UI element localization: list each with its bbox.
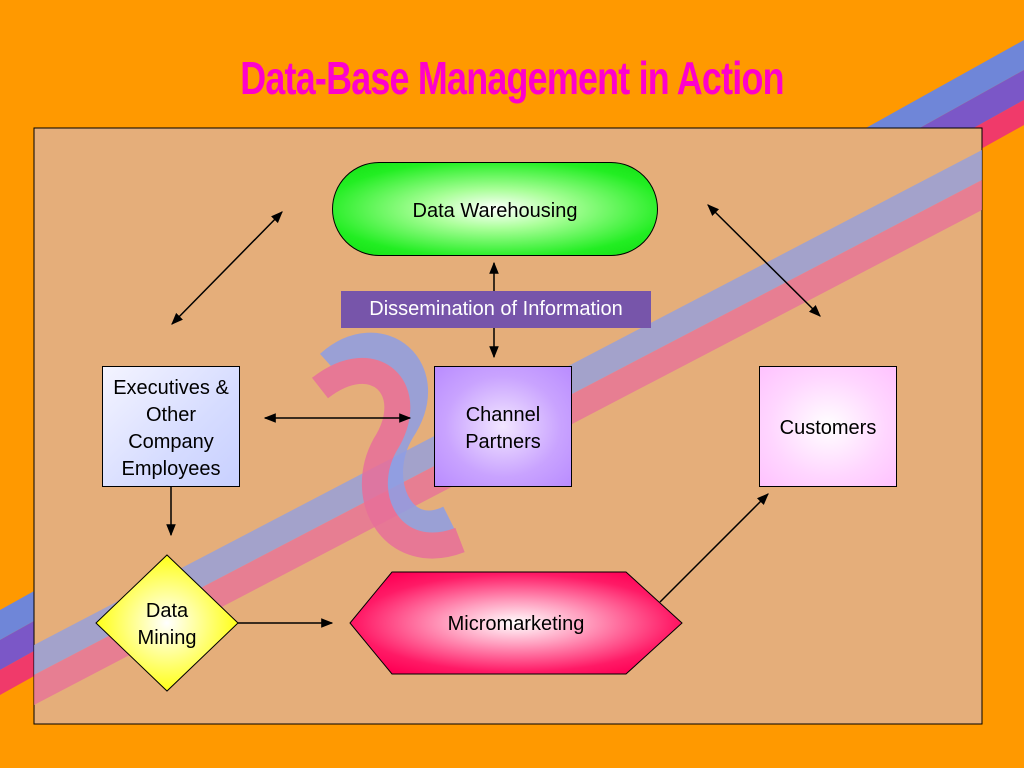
slide-title: Data-Base Management in Action: [240, 52, 784, 104]
data-warehousing-label: Data Warehousing: [412, 200, 578, 222]
executives-label-line: Company: [128, 431, 214, 453]
dissemination-label: Dissemination of Information: [369, 298, 623, 320]
customers-box: Customers: [759, 366, 897, 487]
executives-box: Executives & Other Company Employees: [102, 366, 240, 487]
executives-label-line: Executives &: [113, 377, 229, 399]
executives-label-line: Other: [145, 404, 197, 426]
executives-label-line: Employees: [121, 458, 221, 480]
data-mining-diamond: [95, 554, 239, 692]
data-warehousing-box: Data Warehousing: [332, 162, 658, 256]
data-mining-label-line: Data: [145, 600, 189, 622]
channel-partners-label-line: Channel: [465, 404, 541, 426]
data-mining-label-line: Mining: [137, 627, 197, 649]
s-curve-decoration: [312, 332, 465, 559]
dissemination-label-box: Dissemination of Information: [341, 291, 651, 328]
channel-partners-label-line: Partners: [465, 431, 541, 453]
customers-label: Customers: [779, 417, 877, 439]
arrow-micro-customers: [659, 493, 769, 603]
data-mining-label: Data Mining: [96, 598, 238, 658]
arrow-dw-customers: [707, 204, 821, 317]
arrow-dw-exec: [171, 211, 283, 325]
micromarketing-hexagon: [349, 571, 683, 675]
micromarketing-label: Micromarketing: [447, 613, 585, 635]
channel-partners-box: Channel Partners: [434, 366, 572, 487]
